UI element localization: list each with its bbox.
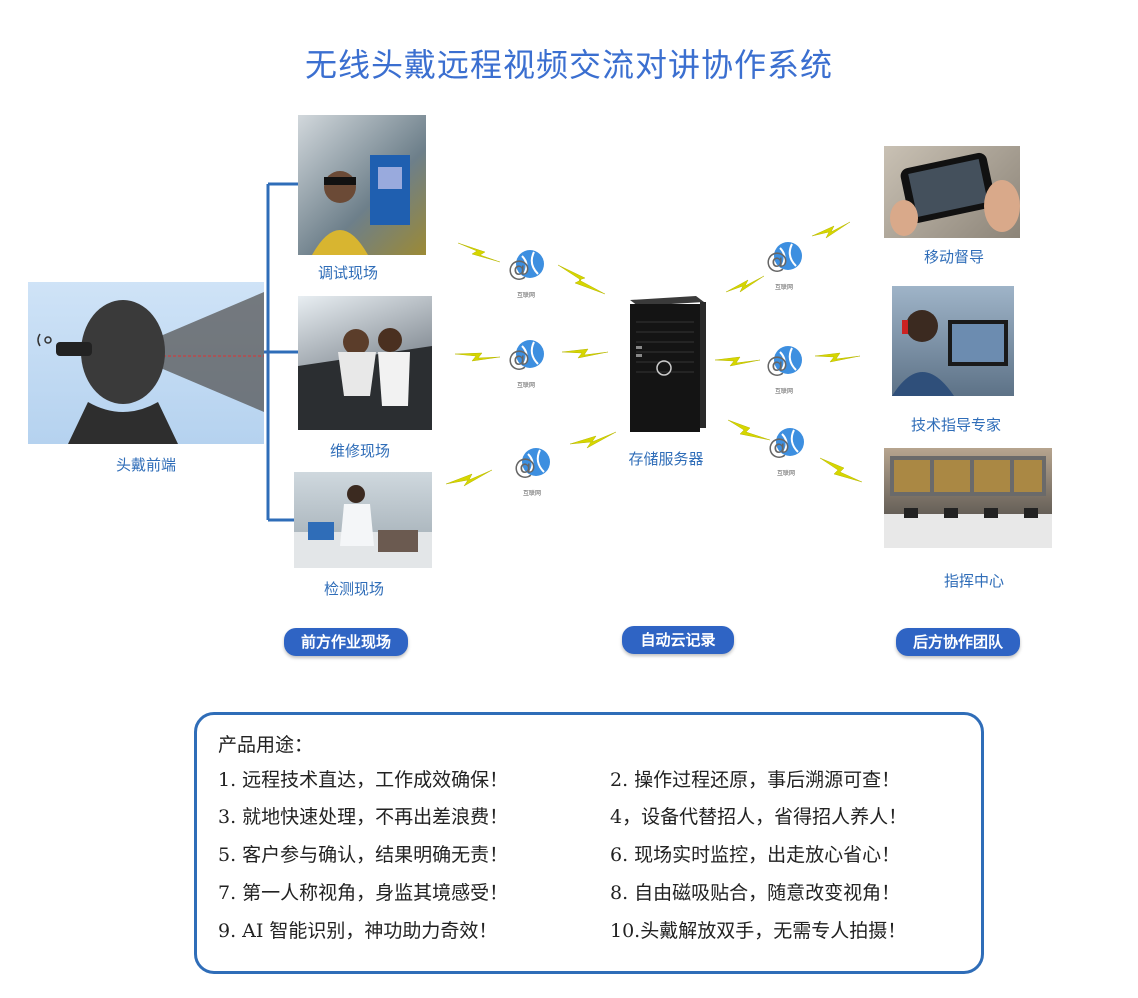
bolt-icon bbox=[814, 352, 861, 363]
network-label: 互联网 bbox=[774, 388, 793, 395]
server-label: 存储服务器 bbox=[628, 450, 704, 468]
bolt-icon bbox=[725, 275, 765, 293]
bolt-icon bbox=[557, 264, 606, 295]
inspection-site-photo bbox=[294, 472, 432, 568]
bolt-icon bbox=[561, 348, 609, 359]
tech-expert-photo bbox=[892, 286, 1014, 396]
usage-item: 6. 现场实时监控，出走放心省心！ bbox=[610, 844, 901, 866]
usage-item: 1. 远程技术直达，工作成效确保！ bbox=[218, 769, 509, 791]
usage-item: 9. AI 智能识别，神功助力奇效！ bbox=[218, 920, 498, 942]
bolt-icon bbox=[727, 419, 771, 441]
debug-site-label: 调试现场 bbox=[317, 264, 378, 282]
front-site-group-label: 前方作业现场 bbox=[284, 628, 408, 656]
network-globe-icon: @ 互联网 bbox=[504, 336, 548, 389]
headset-label: 头戴前端 bbox=[115, 456, 176, 474]
svg-text:@: @ bbox=[514, 455, 536, 480]
headset-person-image bbox=[28, 282, 264, 444]
usage-item: 3. 就地快速处理，不再出差浪费！ bbox=[218, 806, 509, 828]
product-usage-title: 产品用途： bbox=[218, 734, 314, 756]
bolt-icon bbox=[569, 431, 617, 449]
usage-item: 2. 操作过程还原，事后溯源可查！ bbox=[610, 769, 901, 791]
network-label: 互联网 bbox=[516, 292, 535, 299]
svg-text:@: @ bbox=[768, 435, 790, 460]
product-usage-box bbox=[194, 712, 984, 974]
bolt-icon bbox=[457, 242, 501, 263]
inspection-site-label: 检测现场 bbox=[323, 580, 384, 598]
network-globe-icon: @ 互联网 bbox=[762, 342, 806, 395]
usage-item: 7. 第一人称视角，身监其境感受！ bbox=[218, 882, 509, 904]
mobile-supervision-label: 移动督导 bbox=[923, 248, 984, 266]
repair-site-photo bbox=[298, 296, 432, 430]
debug-site-photo bbox=[298, 115, 426, 255]
network-globe-icon: @ 互联网 bbox=[510, 444, 554, 497]
network-globe-icon: @ 互联网 bbox=[504, 246, 548, 299]
network-label: 互联网 bbox=[774, 284, 793, 291]
server-tower-image bbox=[624, 292, 708, 434]
back-team-group-label: 后方协作团队 bbox=[896, 628, 1020, 656]
cloud-record-group-label: 自动云记录 bbox=[622, 626, 734, 654]
svg-text:@: @ bbox=[508, 347, 530, 372]
network-globe-icon: @ 互联网 bbox=[764, 424, 808, 477]
bolt-icon bbox=[819, 457, 863, 483]
svg-text:@: @ bbox=[766, 353, 788, 378]
usage-item: 5. 客户参与确认，结果明确无责！ bbox=[218, 844, 509, 866]
page-title: 无线头戴远程视频交流对讲协作系统 bbox=[304, 46, 833, 84]
bolt-icon bbox=[714, 356, 761, 367]
network-globe-icon: @ 互联网 bbox=[762, 238, 806, 291]
network-label: 互联网 bbox=[516, 382, 535, 389]
svg-text:@: @ bbox=[766, 249, 788, 274]
usage-item: 4，设备代替招人，省得招人养人！ bbox=[610, 806, 908, 828]
command-center-label: 指挥中心 bbox=[943, 572, 1004, 590]
bolt-icon bbox=[445, 469, 493, 487]
svg-text:@: @ bbox=[508, 257, 530, 282]
usage-item: 10.头戴解放双手，无需专人拍摄！ bbox=[610, 920, 907, 942]
bolt-icon bbox=[811, 221, 851, 239]
network-label: 互联网 bbox=[776, 470, 795, 477]
bolt-icon bbox=[454, 352, 501, 362]
command-center-photo bbox=[884, 448, 1052, 548]
usage-item: 8. 自由磁吸贴合，随意改变视角！ bbox=[610, 882, 901, 904]
repair-site-label: 维修现场 bbox=[329, 442, 390, 460]
mobile-supervision-photo bbox=[884, 146, 1020, 238]
network-label: 互联网 bbox=[522, 490, 541, 497]
tech-expert-label: 技术指导专家 bbox=[910, 416, 1001, 434]
